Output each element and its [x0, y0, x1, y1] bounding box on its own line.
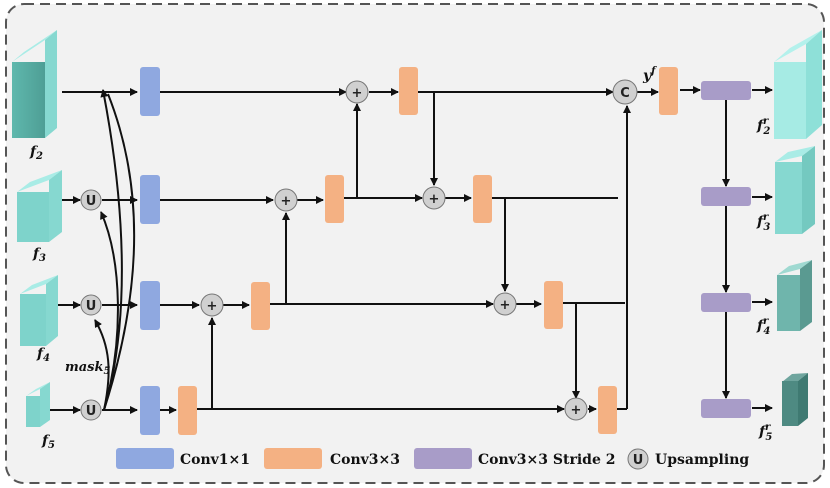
legend-label-conv3s2: Conv3×3 Stride 2 [478, 452, 615, 468]
svg-text:U: U [86, 194, 97, 209]
plus-node-1: + [345, 80, 369, 104]
label-yf: yf [642, 66, 657, 84]
svg-text:+: + [207, 299, 218, 314]
feature-map-f3 [17, 170, 62, 242]
legend-swatch-conv3 [264, 448, 322, 469]
conv1x1-row1 [140, 67, 160, 116]
plus-node-2: + [274, 188, 298, 212]
conv3x3-blocks [178, 67, 678, 435]
legend-swatch-conv3s2 [414, 448, 472, 469]
feature-map-fr5 [782, 373, 808, 426]
legend-upsample-icon [627, 448, 649, 470]
legend: Conv1×1 Conv3×3 Conv3×3 Stride 2 U Upsam… [116, 448, 749, 470]
feature-map-fr3 [775, 146, 815, 234]
label-f5: f5 [41, 433, 55, 451]
svg-text:+: + [281, 194, 292, 209]
upsample-node-row4: U [80, 399, 102, 421]
conv1x1-blocks [140, 67, 160, 435]
upsample-node-row2: U [80, 189, 102, 211]
connections [50, 86, 773, 414]
feature-map-fr2 [774, 30, 822, 139]
svg-text:+: + [429, 192, 440, 207]
conv3x3-stride2-blocks [701, 81, 751, 418]
svg-text:U: U [86, 299, 97, 314]
plus-node-3: + [422, 186, 446, 210]
plus-node-4: + [200, 293, 224, 317]
concat-node: C [612, 79, 638, 105]
label-f3: f3 [32, 246, 46, 264]
plus-node-5: + [493, 292, 517, 316]
svg-text:+: + [500, 298, 511, 313]
feature-map-f2 [12, 30, 57, 138]
legend-label-upsampling: Upsampling [655, 452, 749, 468]
conv1x1-row3 [140, 281, 160, 330]
feature-map-fr4 [777, 260, 812, 331]
legend-upsample-symbol: U [633, 453, 644, 468]
feature-map-f4 [20, 275, 58, 346]
label-mask: mask5 [65, 360, 111, 377]
legend-label-conv1: Conv1×1 [180, 452, 250, 468]
svg-text:+: + [352, 86, 363, 101]
plus-node-6: + [564, 397, 588, 421]
svg-text:C: C [620, 86, 630, 101]
svg-text:U: U [86, 404, 97, 419]
legend-label-conv3: Conv3×3 [330, 452, 400, 468]
legend-swatch-conv1 [116, 448, 174, 469]
upsample-node-row3: U [80, 294, 102, 316]
label-f4: f4 [36, 346, 50, 364]
conv1x1-row4 [140, 386, 160, 435]
label-f2: f2 [29, 144, 43, 162]
feature-map-f5 [26, 382, 50, 427]
svg-text:+: + [571, 403, 582, 418]
outer-frame [5, 3, 825, 484]
conv1x1-row2 [140, 175, 160, 224]
